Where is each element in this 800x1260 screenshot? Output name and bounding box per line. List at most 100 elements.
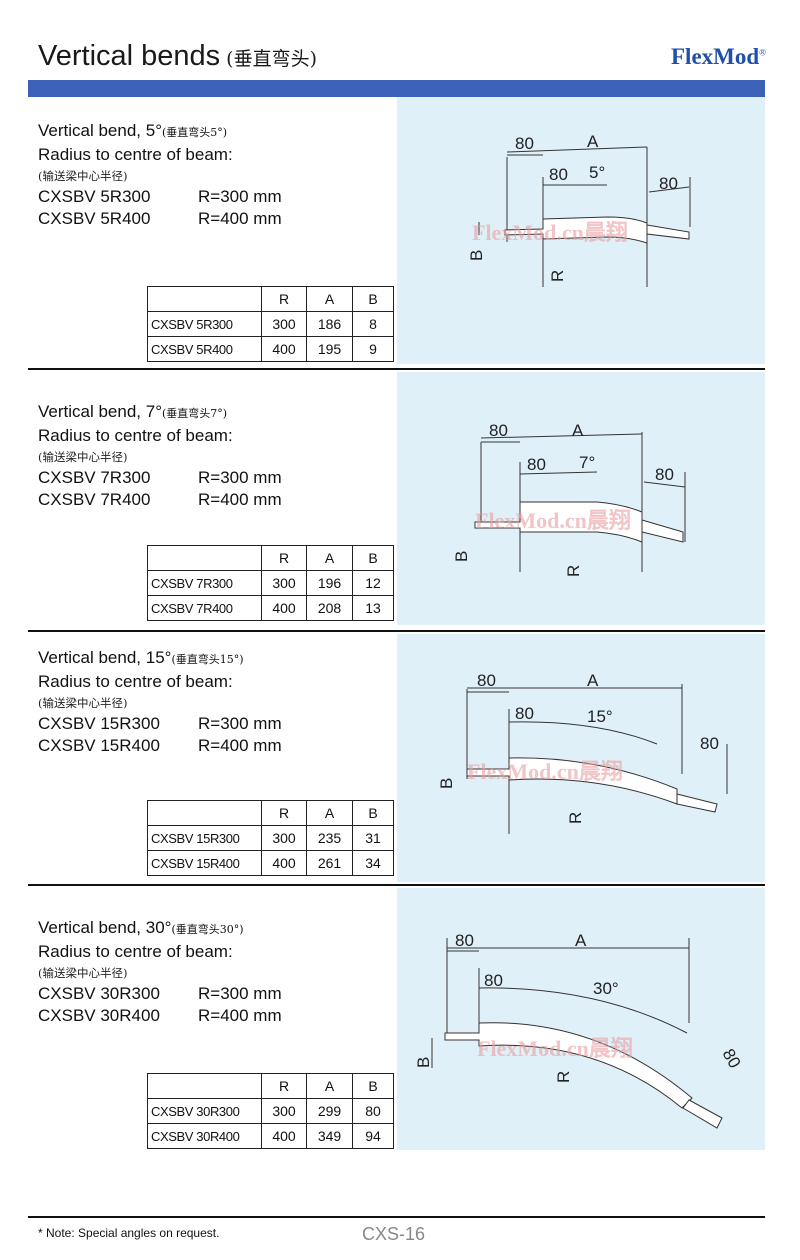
dim-r-label: R bbox=[566, 812, 585, 824]
cell-name: CXSBV 15R300 bbox=[147, 825, 262, 851]
radius-label-cn: (输送梁中心半径) bbox=[38, 169, 128, 183]
section-title-text: Vertical bend, 15° bbox=[38, 648, 172, 667]
page-title: Vertical bends(垂直弯头) bbox=[38, 40, 317, 73]
model-radius: R=400 mm bbox=[198, 1006, 282, 1025]
dim-80-inner-label: 80 bbox=[527, 455, 546, 474]
header-blank-cell bbox=[147, 545, 262, 571]
diagram-panel-7: 80 A 80 7° 80 B R FlexMod.cn晨翔 bbox=[397, 372, 765, 625]
section-title-cn: (垂直弯头7°) bbox=[162, 407, 228, 420]
dim-a-label: A bbox=[572, 421, 584, 440]
table-row: CXSBV 15R300 300 235 31 bbox=[147, 825, 394, 851]
dim-80-right-label: 80 bbox=[659, 174, 678, 193]
model-radius: R=400 mm bbox=[198, 209, 282, 228]
header-a: A bbox=[306, 800, 353, 826]
header-blank-cell bbox=[147, 286, 262, 312]
cell-name: CXSBV 7R300 bbox=[147, 570, 262, 596]
dim-80-label: 80 bbox=[455, 931, 474, 950]
section-title-cn: (垂直弯头15°) bbox=[171, 653, 244, 666]
dim-80-label: 80 bbox=[515, 134, 534, 153]
section-title: Vertical bend, 30°(垂直弯头30°) bbox=[38, 917, 282, 941]
spec-table-7: R A B CXSBV 7R300 300 196 12 CXSBV 7R400… bbox=[147, 545, 394, 621]
header-b: B bbox=[352, 1073, 394, 1099]
radius-label: Radius to centre of beam: bbox=[38, 672, 233, 691]
table-header-row: R A B bbox=[147, 286, 394, 312]
section-title-text: Vertical bend, 30° bbox=[38, 918, 172, 937]
watermark: FlexMod.cn晨翔 bbox=[475, 508, 631, 533]
cell-a: 196 bbox=[306, 570, 353, 596]
table-row: CXSBV 5R400 400 195 9 bbox=[147, 336, 394, 362]
cell-name: CXSBV 5R300 bbox=[147, 311, 262, 337]
cell-a: 261 bbox=[306, 850, 353, 876]
spec-table-15: R A B CXSBV 15R300 300 235 31 CXSBV 15R4… bbox=[147, 800, 394, 876]
section-title-cn: (垂直弯头5°) bbox=[162, 126, 228, 139]
model-radius: R=300 mm bbox=[198, 187, 282, 206]
angle-label: 5° bbox=[589, 163, 605, 182]
cell-name: CXSBV 15R400 bbox=[147, 850, 262, 876]
diagram-panel-5: 80 A 80 5° 80 B R FlexMod.cn晨翔 bbox=[397, 97, 765, 364]
watermark: FlexMod.cn晨翔 bbox=[477, 1036, 633, 1061]
angle-label: 15° bbox=[587, 707, 613, 726]
section-divider bbox=[28, 368, 765, 370]
table-row: CXSBV 15R400 400 261 34 bbox=[147, 850, 394, 876]
bend-diagram-15: 80 A 80 15° 80 B R FlexMod.cn晨翔 bbox=[437, 671, 728, 834]
dim-r-label: R bbox=[564, 565, 583, 577]
cell-name: CXSBV 30R300 bbox=[147, 1098, 262, 1124]
spec-table-30: R A B CXSBV 30R300 300 299 80 CXSBV 30R4… bbox=[147, 1073, 394, 1149]
radius-label: Radius to centre of beam: bbox=[38, 942, 233, 961]
header-a: A bbox=[306, 545, 353, 571]
header-b: B bbox=[352, 286, 394, 312]
bend-diagram-7: 80 A 80 7° 80 B R FlexMod.cn晨翔 bbox=[452, 421, 686, 577]
header-a: A bbox=[306, 1073, 353, 1099]
dim-a-label: A bbox=[587, 132, 599, 151]
model-code: CXSBV 5R300 bbox=[38, 187, 151, 206]
model-code: CXSBV 5R400 bbox=[38, 209, 151, 228]
bend-diagram-5: 80 A 80 5° 80 B R FlexMod.cn晨翔 bbox=[467, 132, 691, 287]
section-divider bbox=[28, 630, 765, 632]
section-title-cn: (垂直弯头30°) bbox=[171, 923, 244, 936]
dim-b-label: B bbox=[452, 551, 471, 562]
dim-80-label: 80 bbox=[489, 421, 508, 440]
cell-b: 9 bbox=[352, 336, 394, 362]
model-code: CXSBV 7R400 bbox=[38, 490, 151, 509]
cell-r: 300 bbox=[261, 570, 307, 596]
section-title-text: Vertical bend, 7° bbox=[38, 402, 162, 421]
header-blank-cell bbox=[147, 1073, 262, 1099]
section-title: Vertical bend, 15°(垂直弯头15°) bbox=[38, 647, 282, 671]
spec-table-5: R A B CXSBV 5R300 300 186 8 CXSBV 5R400 … bbox=[147, 286, 394, 362]
watermark: FlexMod.cn晨翔 bbox=[472, 220, 628, 245]
section-title: Vertical bend, 7°(垂直弯头7°) bbox=[38, 401, 282, 425]
watermark: FlexMod.cn晨翔 bbox=[467, 759, 623, 784]
header-r: R bbox=[261, 800, 307, 826]
radius-label-cn: (输送梁中心半径) bbox=[38, 450, 128, 464]
cell-r: 300 bbox=[261, 825, 307, 851]
model-row: CXSBV 5R400 R=400 mm bbox=[38, 208, 282, 230]
table-row: CXSBV 5R300 300 186 8 bbox=[147, 311, 394, 337]
cell-a: 208 bbox=[306, 595, 353, 621]
cell-b: 31 bbox=[352, 825, 394, 851]
page-title-cn: (垂直弯头) bbox=[226, 48, 317, 70]
diagram-panel-30: 80 A 80 30° 80 B R FlexMod.cn晨翔 bbox=[397, 888, 765, 1150]
dim-a-label: A bbox=[587, 671, 599, 690]
footer-note: * Note: Special angles on request. bbox=[38, 1226, 220, 1240]
model-row: CXSBV 5R300 R=300 mm bbox=[38, 186, 282, 208]
cell-a: 235 bbox=[306, 825, 353, 851]
radius-label-cn: (输送梁中心半径) bbox=[38, 966, 128, 980]
header-blank-cell bbox=[147, 800, 262, 826]
angle-label: 7° bbox=[579, 453, 595, 472]
brand-registered-mark: ® bbox=[759, 47, 766, 58]
header-bar bbox=[28, 80, 765, 97]
model-radius: R=300 mm bbox=[198, 984, 282, 1003]
header-a: A bbox=[306, 286, 353, 312]
model-code: CXSBV 15R400 bbox=[38, 736, 160, 755]
diagram-panel-15: 80 A 80 15° 80 B R FlexMod.cn晨翔 bbox=[397, 634, 765, 882]
header-r: R bbox=[261, 1073, 307, 1099]
dim-b-label: B bbox=[467, 250, 486, 261]
cell-name: CXSBV 7R400 bbox=[147, 595, 262, 621]
cell-b: 8 bbox=[352, 311, 394, 337]
table-row: CXSBV 30R400 400 349 94 bbox=[147, 1123, 394, 1149]
radius-label-cn: (输送梁中心半径) bbox=[38, 696, 128, 710]
